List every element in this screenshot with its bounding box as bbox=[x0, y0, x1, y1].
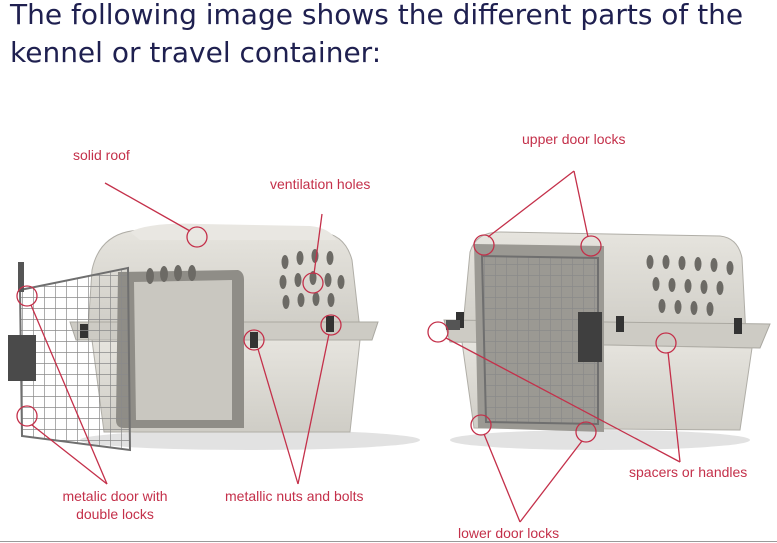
left-kennel bbox=[8, 224, 420, 450]
label-solid-roof: solid roof bbox=[73, 146, 130, 164]
label-ventilation-holes: ventilation holes bbox=[270, 175, 370, 193]
bottom-divider bbox=[0, 541, 777, 542]
label-metalic-door-line-2: double locks bbox=[76, 506, 154, 522]
label-metalic-door-line-1: metalic door with bbox=[62, 488, 167, 504]
label-upper-door-locks: upper door locks bbox=[522, 130, 626, 148]
label-spacers-or-handles: spacers or handles bbox=[629, 463, 747, 481]
label-lower-door-locks: lower door locks bbox=[458, 524, 559, 542]
label-metallic-nuts-and-bolts: metallic nuts and bolts bbox=[225, 487, 364, 505]
label-metalic-door: metalic door with double locks bbox=[52, 487, 178, 523]
right-kennel bbox=[444, 232, 770, 450]
